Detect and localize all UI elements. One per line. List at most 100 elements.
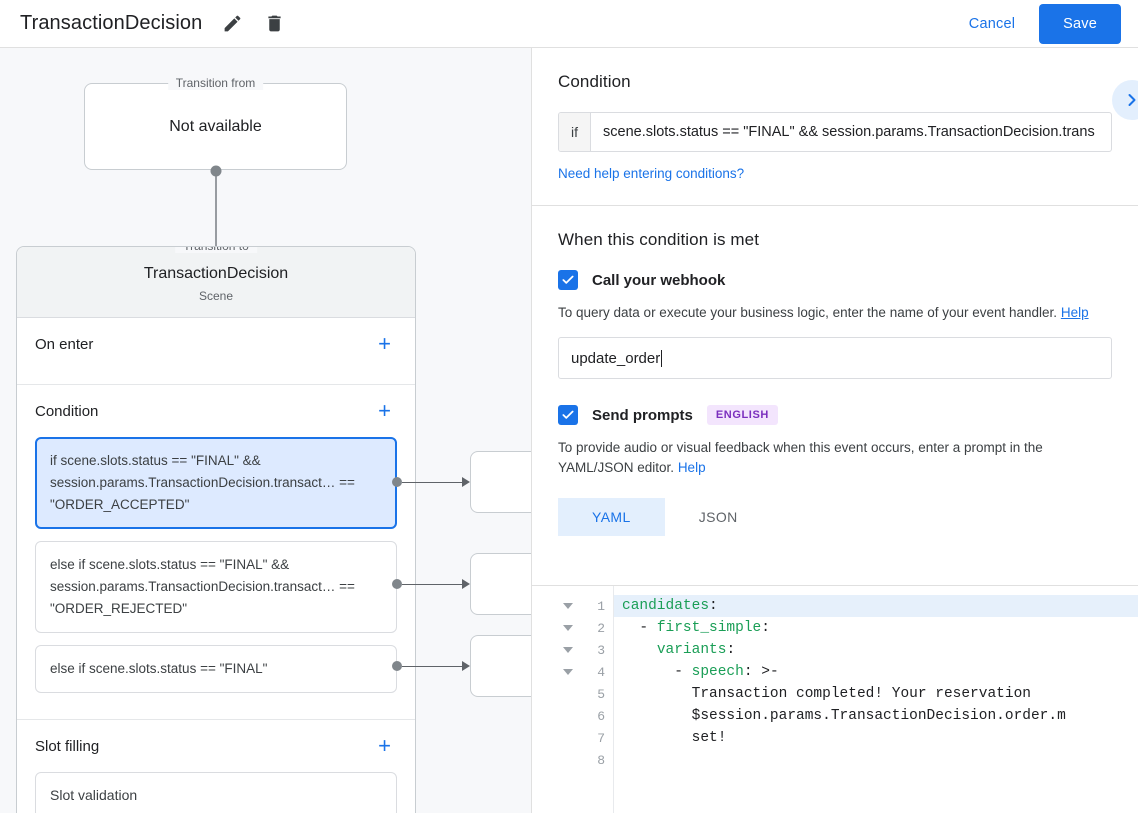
slot-validation-item[interactable]: Slot validation: [35, 772, 397, 813]
line-number: 2: [597, 620, 605, 636]
webhook-label: Call your webhook: [592, 271, 726, 289]
top-bar: TransactionDecision Cancel Save: [0, 0, 1138, 48]
scene-name: TransactionDecision: [143, 265, 289, 282]
condition-target-node-1[interactable]: [470, 553, 531, 615]
prompts-checkbox-row[interactable]: Send prompts ENGLISH: [558, 405, 1112, 425]
code-line: Transaction completed! Your reservation: [622, 686, 1031, 702]
condition-input-row[interactable]: if scene.slots.status == "FINAL" && sess…: [558, 112, 1112, 152]
condition-connector-arrow-1: [462, 579, 470, 589]
gutter-row: 3: [557, 639, 613, 661]
condition-connector-dot-1: [392, 579, 402, 589]
line-number: 5: [597, 686, 605, 702]
condition-connector-line-0: [402, 482, 464, 483]
cancel-button[interactable]: Cancel: [957, 7, 1027, 41]
condition-connector-arrow-2: [462, 661, 470, 671]
code-line: $session.params.TransactionDecision.orde…: [622, 708, 1066, 724]
webhook-description: To query data or execute your business l…: [558, 303, 1112, 323]
gutter-row: 4: [557, 661, 613, 683]
gutter-row: 2: [557, 617, 613, 639]
transition-to-node[interactable]: Transition to TransactionDecision Scene …: [16, 246, 416, 813]
webhook-handler-value: update_order: [571, 349, 661, 367]
editor-left-padding: [532, 586, 557, 813]
section-title-on-enter: On enter: [35, 335, 94, 353]
condition-connector-dot-0: [392, 477, 402, 487]
webhook-checkbox-row[interactable]: Call your webhook: [558, 270, 1112, 290]
fold-arrow-icon[interactable]: [563, 669, 573, 675]
line-number: 7: [597, 730, 605, 746]
add-condition-button[interactable]: +: [378, 398, 391, 423]
condition-connector-line-1: [402, 584, 464, 585]
tab-yaml[interactable]: YAML: [558, 498, 665, 536]
condition-help-link[interactable]: Need help entering conditions?: [558, 166, 745, 181]
top-bar-actions: Cancel Save: [957, 3, 1121, 44]
line-number: 4: [597, 664, 605, 680]
webhook-description-text: To query data or execute your business l…: [558, 305, 1058, 320]
section-slot-filling: Slot filling + Slot validation: [17, 720, 415, 813]
section-on-enter: On enter +: [17, 318, 415, 385]
editor-gutter: 1 2 3 4 5 6 7 8: [557, 586, 614, 813]
condition-target-node-0[interactable]: [470, 451, 531, 513]
line-number: 8: [597, 752, 605, 768]
condition-connector-arrow-0: [462, 477, 470, 487]
section-condition: Condition + if scene.slots.status == "FI…: [17, 385, 415, 720]
transition-to-legend: Transition to: [175, 247, 257, 253]
condition-input[interactable]: scene.slots.status == "FINAL" && session…: [603, 124, 1095, 140]
add-slot-filling-button[interactable]: +: [378, 733, 391, 758]
language-badge: ENGLISH: [706, 405, 778, 425]
condition-heading: Condition: [558, 72, 631, 91]
gutter-row: 6: [557, 705, 613, 727]
code-line: set!: [622, 730, 727, 746]
save-button[interactable]: Save: [1039, 3, 1121, 44]
gutter-row: 5: [557, 683, 613, 705]
editor-code-area[interactable]: candidates: - first_simple: variants: - …: [614, 586, 1138, 813]
when-condition-met-block: When this condition is met Call your web…: [532, 206, 1138, 558]
gutter-row: 1: [557, 595, 613, 617]
line-number: 3: [597, 642, 605, 658]
prompts-checkbox[interactable]: [558, 405, 578, 425]
code-line: variants:: [656, 642, 736, 658]
condition-target-node-2[interactable]: [470, 635, 531, 697]
condition-block: Condition if scene.slots.status == "FINA…: [532, 48, 1138, 206]
gutter-row: 7: [557, 727, 613, 749]
code-line: candidates:: [614, 595, 1138, 617]
tab-json[interactable]: JSON: [698, 509, 738, 525]
scene-graph-canvas[interactable]: Transition from Not available Transition…: [0, 48, 531, 813]
add-on-enter-button[interactable]: +: [378, 331, 391, 356]
webhook-help-link[interactable]: Help: [1060, 305, 1089, 320]
condition-connector-line-2: [402, 666, 464, 667]
page-title: TransactionDecision: [20, 12, 203, 34]
text-caret: [661, 349, 663, 367]
transition-from-legend: Transition from: [167, 76, 264, 90]
condition-item-2[interactable]: else if scene.slots.status == "FINAL": [35, 645, 397, 693]
yaml-editor[interactable]: 1 2 3 4 5 6 7 8 candidates: - first_simp…: [532, 585, 1138, 813]
fold-arrow-icon[interactable]: [563, 647, 573, 653]
section-title-slot-filling: Slot filling: [35, 737, 100, 755]
prompts-description: To provide audio or visual feedback when…: [558, 438, 1112, 478]
condition-item-1[interactable]: else if scene.slots.status == "FINAL" &&…: [35, 541, 397, 633]
scene-type: Scene: [198, 289, 234, 303]
transition-from-node[interactable]: Transition from Not available: [84, 76, 347, 170]
trash-icon[interactable]: [262, 12, 286, 36]
pencil-icon[interactable]: [220, 12, 244, 36]
code-line: - speech: >-: [622, 664, 779, 680]
scene-card-header: TransactionDecision Scene: [17, 247, 415, 318]
transition-from-value: Not available: [169, 117, 262, 135]
prompts-help-link[interactable]: Help: [677, 460, 706, 475]
code-line: - first_simple:: [622, 620, 770, 636]
line-number: 1: [597, 598, 605, 614]
prompts-label: Send prompts: [592, 406, 693, 424]
section-title-condition: Condition: [35, 402, 99, 420]
line-number: 6: [597, 708, 605, 724]
details-panel: Condition if scene.slots.status == "FINA…: [531, 48, 1138, 813]
code-line: [614, 749, 1138, 771]
fold-arrow-icon[interactable]: [563, 603, 573, 609]
condition-item-0[interactable]: if scene.slots.status == "FINAL" && sess…: [35, 437, 397, 529]
editor-format-tabs: YAML JSON: [558, 498, 1112, 536]
condition-if-prefix: if: [559, 113, 591, 151]
webhook-handler-input[interactable]: update_order: [558, 337, 1112, 379]
fold-arrow-icon[interactable]: [563, 625, 573, 631]
webhook-checkbox[interactable]: [558, 270, 578, 290]
gutter-row: 8: [557, 749, 613, 771]
prompts-description-text: To provide audio or visual feedback when…: [558, 440, 1043, 475]
chevron-right-icon[interactable]: [1112, 80, 1138, 120]
